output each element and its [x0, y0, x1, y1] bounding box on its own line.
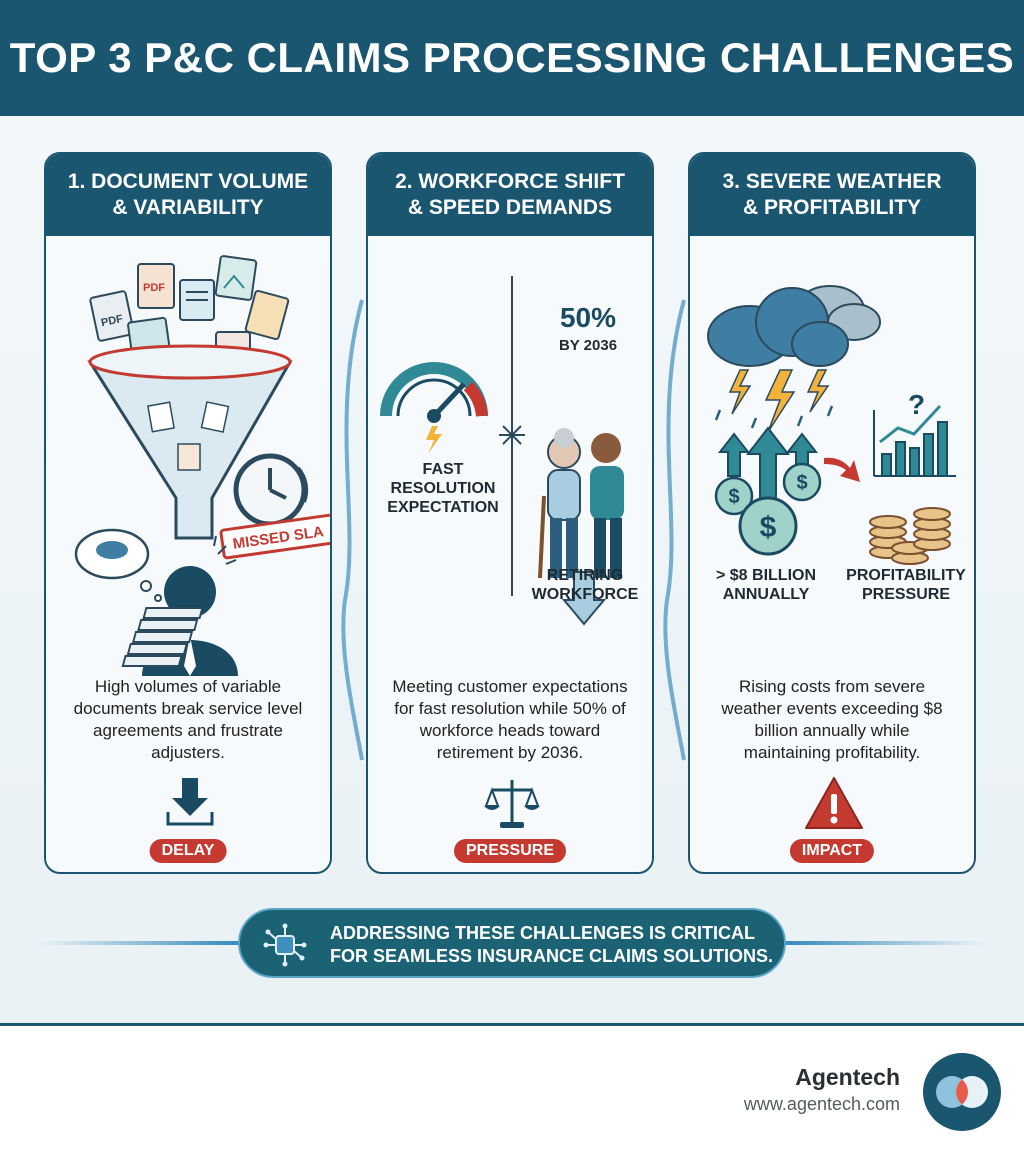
left-label-line1: FAST — [422, 461, 464, 478]
sparkle-icon — [499, 422, 525, 448]
challenge-card-2: 2. WORKFORCE SHIFT & SPEED DEMANDS — [366, 152, 654, 874]
download-arrow-icon — [166, 778, 214, 826]
header-bar: TOP 3 P&C CLAIMS PROCESSING CHALLENGES — [0, 0, 1024, 116]
svg-text:$: $ — [796, 472, 807, 494]
speedometer-icon — [380, 362, 488, 454]
card-2-heading-line2: & SPEED DEMANDS — [407, 196, 613, 219]
agentech-logo — [923, 1053, 1001, 1131]
svg-text:$: $ — [760, 511, 777, 544]
banner-text: ADDRESSING THESE CHALLENGES IS CRITICAL … — [330, 922, 780, 968]
impact-badge: IMPACT — [789, 839, 875, 863]
card-1-heading-line1: 1. DOCUMENT VOLUME — [67, 170, 309, 193]
rain-drops — [714, 405, 834, 429]
balance-scale-icon — [484, 780, 540, 828]
svg-text:?: ? — [908, 389, 925, 420]
challenge-card-3: 3. SEVERE WEATHER & PROFITABILITY — [688, 152, 976, 874]
brand-name: Agentech — [795, 1064, 900, 1090]
note-document-icon — [244, 289, 290, 341]
stat-value: 50% — [559, 302, 617, 333]
right-label-line1: RETIRING — [546, 567, 624, 584]
retiring-workforce-label: RETIRING WORKFORCE — [518, 566, 652, 604]
challenge-card-1: 1. DOCUMENT VOLUME & VARIABILITY PDF PDF — [44, 152, 332, 874]
card-1-description: High volumes of variable documents break… — [73, 677, 303, 762]
stress-lines — [213, 535, 237, 565]
down-arrow-icon — [561, 571, 607, 626]
card-1-heading-line2: & VARIABILITY — [112, 196, 264, 219]
conclusion-banner: ADDRESSING THESE CHALLENGES IS CRITICAL … — [238, 908, 786, 978]
card-3-heading-line2: & PROFITABILITY — [742, 196, 922, 219]
profitability-label-line1: PROFITABILITY — [846, 567, 966, 584]
card-2-heading: 2. WORKFORCE SHIFT & SPEED DEMANDS — [368, 154, 652, 236]
document-funnel-illustration: PDF PDF MISSED SLA — [74, 255, 330, 676]
delay-badge: DELAY — [149, 839, 227, 863]
red-arrow-icon — [824, 457, 860, 482]
banner-line-2: FOR SEAMLESS INSURANCE CLAIMS SOLUTIONS. — [330, 946, 774, 966]
coin-stacks-icon — [869, 507, 951, 565]
banner-line-1: ADDRESSING THESE CHALLENGES IS CRITICAL — [330, 923, 756, 943]
dollar-coin-icon: $ $ $ — [714, 462, 822, 556]
bar-chart-icon: ? — [873, 389, 956, 477]
pdf-document-icon-2: PDF — [137, 263, 175, 309]
elderly-person-icon — [538, 428, 581, 579]
card-2-description: Meeting customer expectations for fast r… — [392, 677, 628, 762]
footer-brand: Agentech www.agentech.com — [744, 1064, 900, 1115]
pressure-badge: PRESSURE — [453, 839, 567, 863]
lightning-icon — [728, 369, 830, 433]
doc-label-1: PDF — [100, 313, 124, 329]
profitability-label: PROFITABILITY PRESSURE — [836, 566, 974, 604]
card-2-heading-line1: 2. WORKFORCE SHIFT — [395, 170, 625, 193]
right-label-line2: WORKFORCE — [531, 586, 639, 603]
doc-label-2: PDF — [143, 282, 165, 294]
cost-label: > $8 BILLION ANNUALLY — [696, 566, 836, 604]
card-3-description: Rising costs from severe weather events … — [721, 677, 943, 762]
warning-triangle-icon — [805, 777, 863, 829]
profitability-label-line2: PRESSURE — [861, 586, 951, 603]
clock-icon — [233, 453, 309, 527]
circuit-chip-icon — [263, 923, 307, 967]
stat-caption: BY 2036 — [558, 337, 618, 354]
missed-sla-stamp: MISSED SLA — [219, 513, 330, 560]
storm-thought-icon — [74, 528, 162, 602]
cost-label-line2: ANNUALLY — [722, 586, 810, 603]
workforce-illustration — [380, 276, 624, 626]
brand-url[interactable]: www.agentech.com — [743, 1094, 900, 1114]
cost-label-line1: > $8 BILLION — [715, 567, 817, 584]
younger-person-icon — [590, 433, 624, 578]
paper-stack-icon — [121, 607, 204, 667]
left-label-line2: RESOLUTION — [390, 480, 496, 497]
card-1-heading: 1. DOCUMENT VOLUME & VARIABILITY — [46, 154, 330, 236]
page-title: TOP 3 P&C CLAIMS PROCESSING CHALLENGES — [9, 34, 1015, 81]
divider — [0, 1023, 1024, 1026]
pdf-document-icon: PDF — [89, 290, 135, 342]
svg-text:$: $ — [728, 486, 739, 508]
fast-resolution-label: FAST RESOLUTION EXPECTATION — [378, 460, 508, 517]
weather-cost-illustration: $ $ $ ? — [707, 285, 956, 565]
storm-cloud-icon — [707, 285, 881, 367]
card-3-heading-line1: 3. SEVERE WEATHER — [722, 170, 942, 193]
card-3-heading: 3. SEVERE WEATHER & PROFITABILITY — [690, 154, 974, 236]
left-label-line3: EXPECTATION — [387, 499, 499, 516]
